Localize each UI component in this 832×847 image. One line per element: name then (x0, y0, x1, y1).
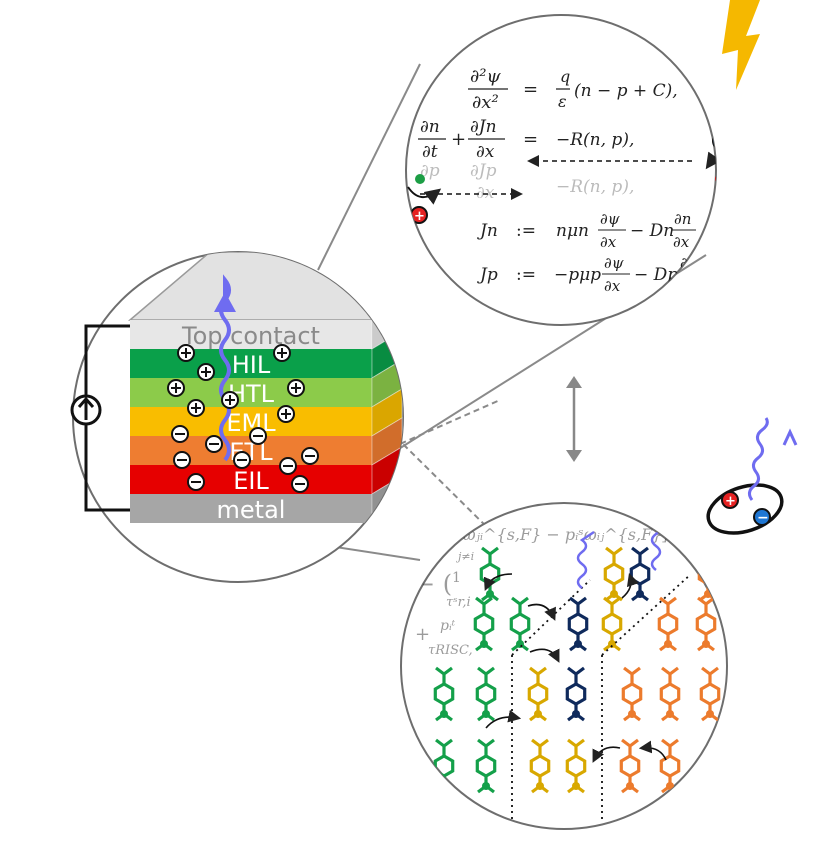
eq5-f1-den: ∂x (604, 277, 621, 295)
eq3-rhs: −R(n, p), (556, 177, 634, 197)
svg-text:+: + (725, 494, 736, 509)
eq1-lhs-den: ∂x² (472, 92, 499, 113)
molecule (475, 738, 497, 794)
eq3-t2-den: ∂x (476, 183, 495, 203)
hole-symbol (221, 391, 239, 409)
svg-text:−: − (757, 510, 769, 526)
hole-symbol (277, 405, 295, 423)
molecule (509, 596, 531, 652)
hole-symbol (273, 344, 291, 362)
eq4-f2-num: ∂n (674, 210, 691, 228)
molecule (603, 546, 625, 602)
eq1-rhs-num: q (560, 67, 570, 86)
eq3-t2-num: ∂Jp (470, 161, 497, 181)
molecule (473, 596, 495, 652)
layer-label: Top contact (181, 322, 320, 350)
eq5-rhs-b: − Dp (634, 265, 678, 285)
eq2-plus: + (451, 129, 466, 150)
svg-text:−: − (716, 134, 728, 150)
molecule (659, 666, 681, 722)
link-double-arrow (566, 376, 582, 462)
electron-carrier: − (712, 132, 728, 150)
electron-symbol (301, 447, 319, 465)
master-eq-row2-num: 1 (452, 570, 461, 586)
electron-symbol (249, 427, 267, 445)
eq2-t2-den: ∂x (476, 142, 495, 162)
eq2-t1-den: ∂t (422, 142, 438, 162)
eq1-equals: = (523, 79, 538, 100)
eq4-rhs-b: − Dn (630, 221, 674, 241)
hole-symbol (187, 399, 205, 417)
molecule (567, 596, 589, 652)
molecule (529, 738, 551, 794)
lightning-icon (722, 0, 760, 90)
master-eq-row3-den: τRISC, (428, 643, 473, 658)
electron-symbol (291, 475, 309, 493)
molecule (629, 546, 651, 602)
hole-carrier: + (410, 206, 428, 224)
electron-symbol (187, 473, 205, 491)
molecule (565, 738, 587, 794)
molecule (601, 596, 623, 652)
hole-symbol (177, 344, 195, 362)
layer-label: metal (217, 496, 286, 524)
electron-symbol (279, 457, 297, 475)
hole-symbol (287, 379, 305, 397)
eq4-rhs-a: nμn (556, 221, 589, 241)
molecule (527, 666, 549, 722)
hole-symbol (167, 379, 185, 397)
master-eq-row2-den: τˢr,i (446, 595, 471, 610)
eq2-equals: = (523, 129, 538, 150)
eq5-def: := (516, 265, 536, 285)
current-source-icon (70, 394, 102, 426)
molecule (699, 666, 721, 722)
electron-symbol (171, 425, 189, 443)
layer-hil (130, 349, 372, 378)
eq1-rhs-den: ε (558, 92, 567, 111)
eq1-lhs-num: ∂²ψ (470, 66, 502, 87)
eq4-f2-den: ∂x (673, 233, 690, 251)
drift-diffusion-zoom: ∂²ψ ∂x² = q ε (n − p + C), ∂n ∂t + ∂Jn ∂… (405, 14, 728, 326)
molecule (475, 666, 497, 722)
eq4-f1-num: ∂ψ (600, 210, 620, 228)
layer-top-contact (130, 320, 372, 349)
electron-symbol (233, 451, 251, 469)
hole-symbol (197, 363, 215, 381)
master-eq-row3: + (415, 624, 430, 645)
molecule (433, 666, 455, 722)
master-eq-sub: j≠i (455, 550, 474, 563)
eq5-f1-num: ∂ψ (604, 254, 624, 272)
eq4-lhs: Jn (477, 221, 498, 241)
master-eq-row2: − ( (415, 570, 452, 598)
eq3-t1-num: ∂p (420, 161, 440, 181)
molecular-zoom: ∑ [pⱼˢωⱼᵢ^{s,F} − pᵢˢωᵢⱼ^{s,F}] + ∑ [pⱼˢ… (400, 502, 748, 830)
eq2-t2-num: ∂Jn (470, 117, 497, 137)
molecule (619, 738, 641, 794)
band-left-dot (415, 174, 425, 184)
molecule (565, 666, 587, 722)
layer-eil (130, 465, 372, 494)
electron-symbol (205, 435, 223, 453)
photon-arrowhead (214, 292, 236, 312)
layer-metal (130, 494, 372, 523)
master-eq-top: ∑ [pⱼˢωⱼᵢ^{s,F} − pᵢˢωᵢⱼ^{s,F}] + ∑ [pⱼˢ… (420, 525, 748, 544)
molecule (657, 596, 679, 652)
eq5-rhs-a: −pμp (554, 265, 601, 285)
exciton-icon: + − (706, 417, 798, 535)
layer-label: HIL (232, 351, 271, 379)
eq5-f2-den: ∂x (678, 277, 695, 295)
layer-label: EIL (233, 467, 269, 495)
molecule (621, 666, 643, 722)
eq2-t1-num: ∂n (420, 117, 440, 137)
eq2-rhs: −R(n, p), (556, 130, 634, 150)
eq4-f1-den: ∂x (600, 233, 617, 251)
svg-text:+: + (414, 209, 425, 224)
eq1-rhs: (n − p + C), (574, 81, 678, 101)
eq5-lhs: Jp (477, 265, 498, 285)
master-eq-row3-num: pᵢᵗ (440, 618, 456, 634)
electron-symbol (173, 451, 191, 469)
eq4-def: := (516, 221, 536, 241)
